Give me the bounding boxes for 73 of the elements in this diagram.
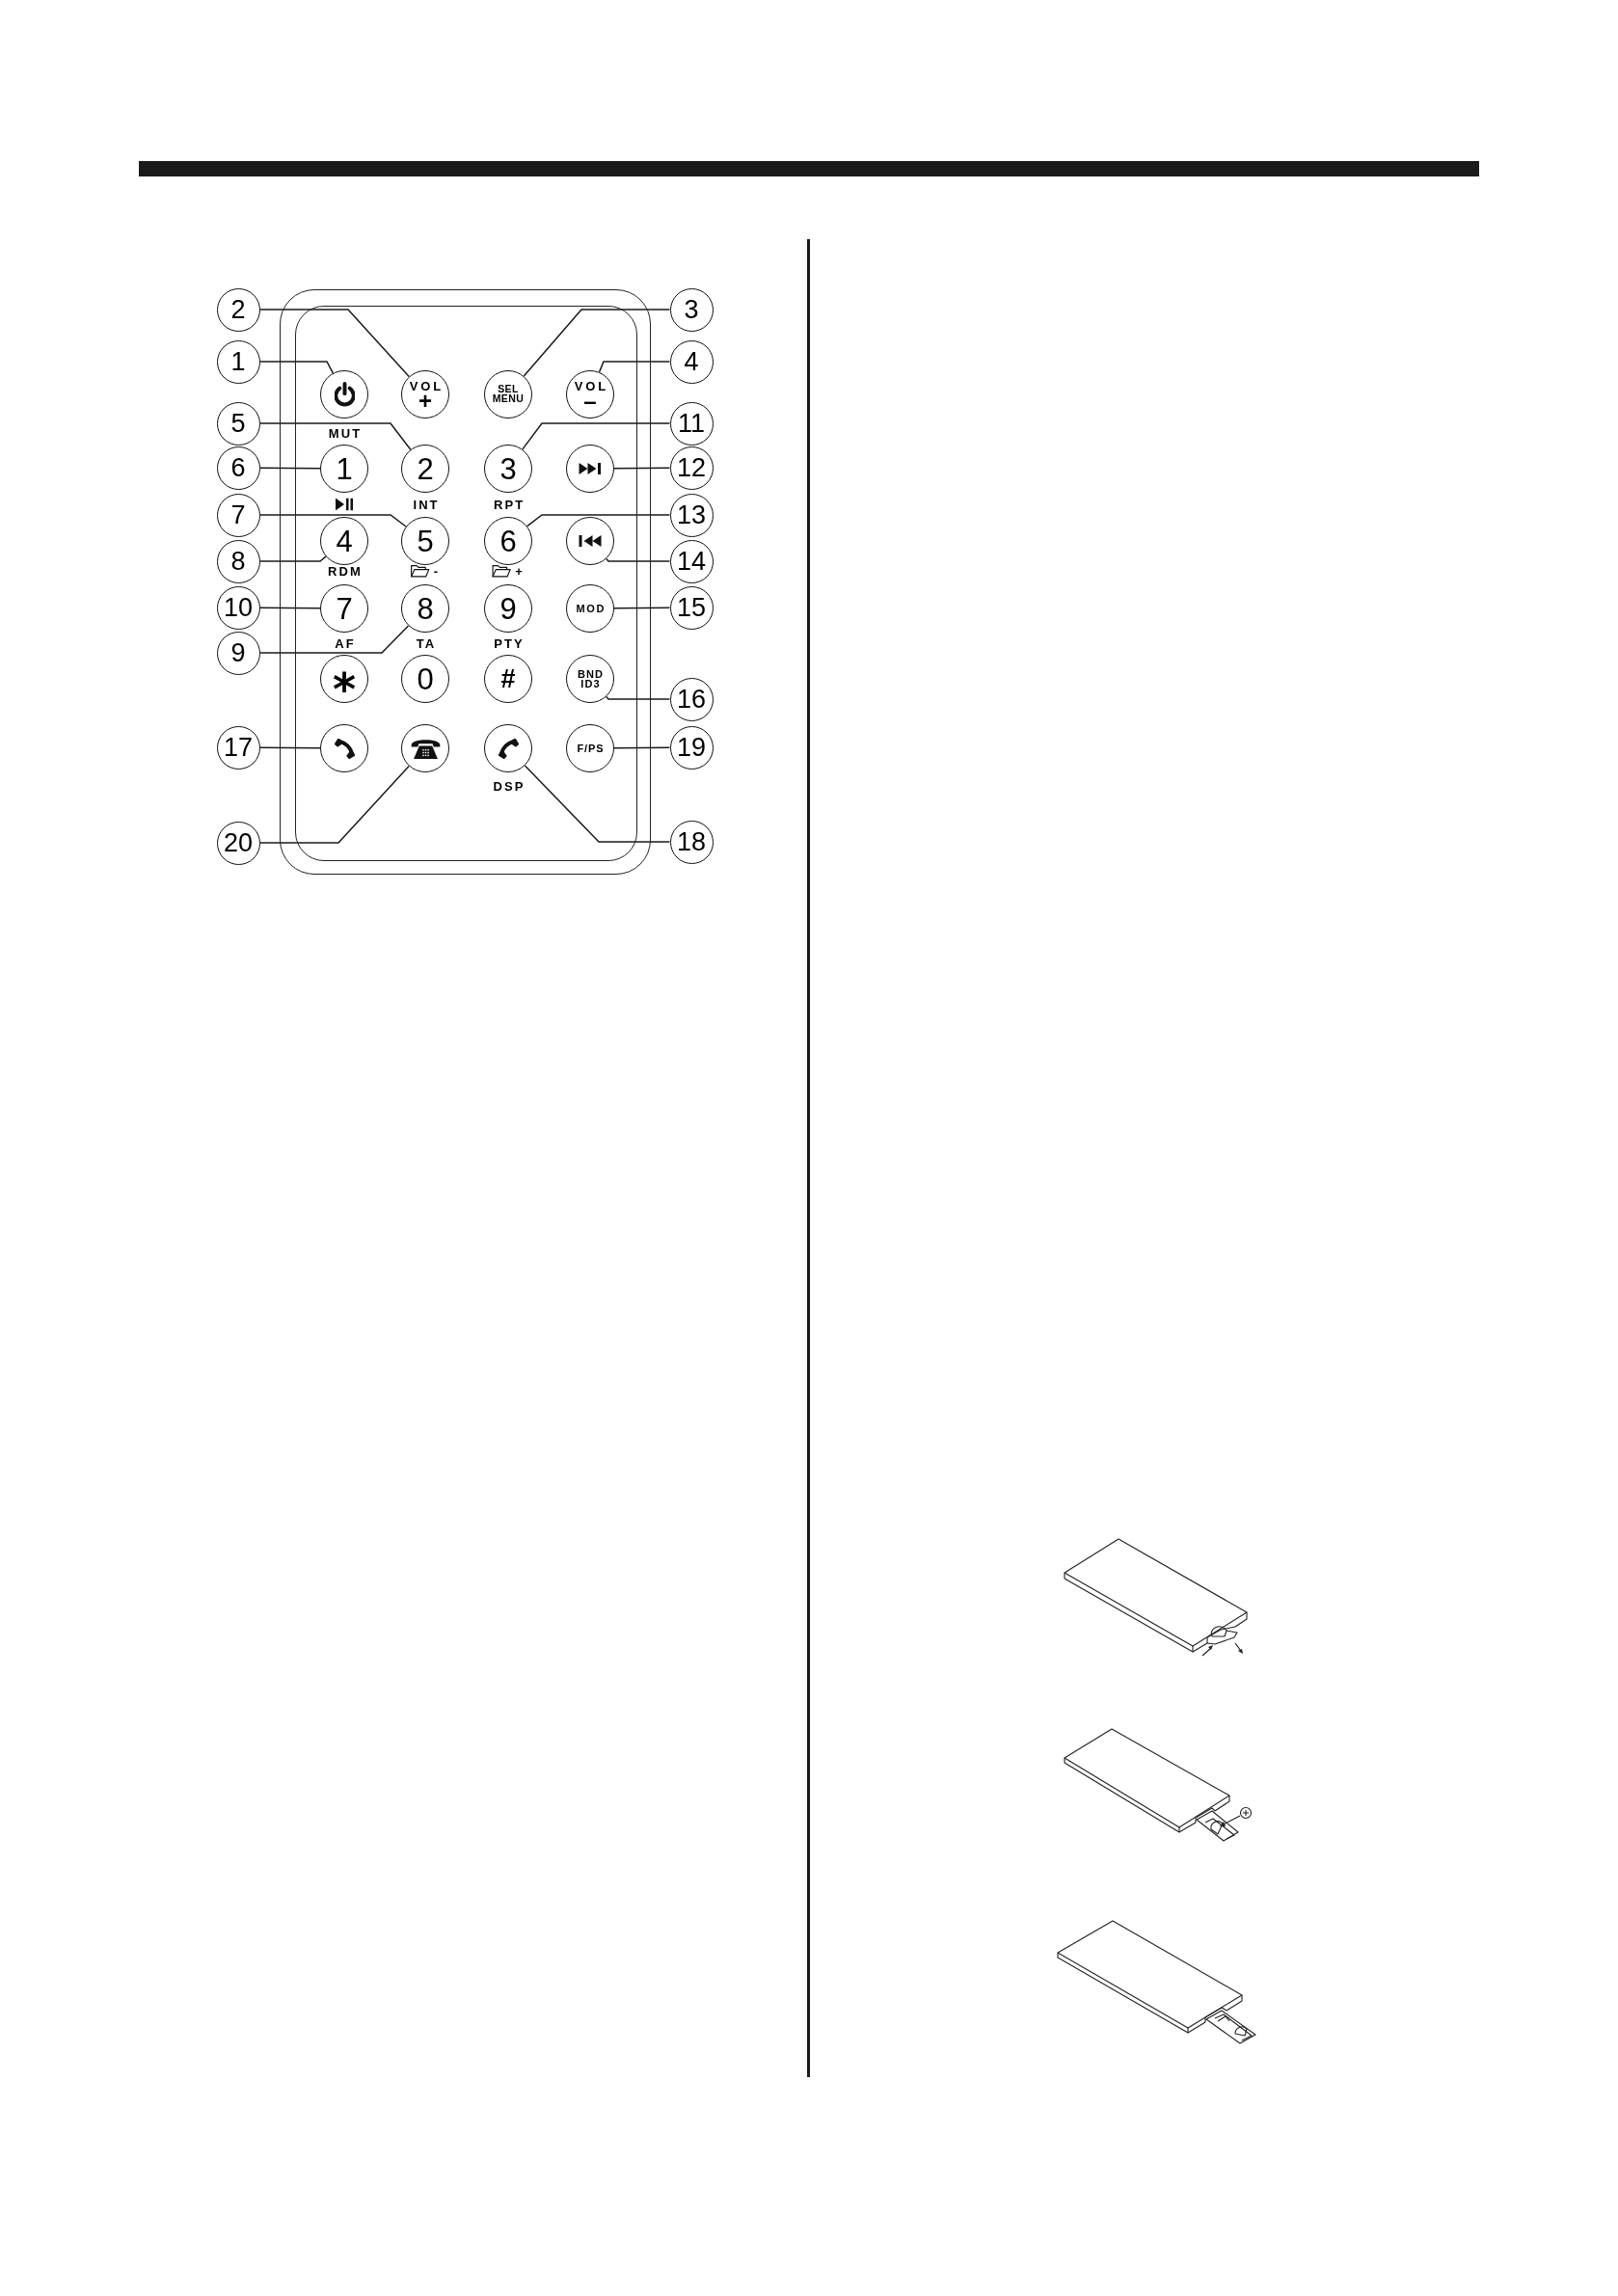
callout-number: 17	[216, 725, 260, 770]
leader-line	[606, 695, 671, 700]
callout-number: 20	[216, 821, 260, 865]
leader-line	[258, 765, 410, 844]
remote-button: 9	[484, 584, 532, 633]
remote-button: 2	[401, 445, 449, 493]
function-label: DSP	[492, 779, 526, 793]
function-label: AF	[334, 636, 356, 650]
leader-line	[258, 746, 321, 749]
remote-button	[484, 724, 532, 772]
function-label: +	[514, 564, 525, 578]
leader-line	[258, 514, 407, 527]
remote-button	[320, 370, 368, 419]
callout-number: 3	[669, 287, 714, 332]
callout-number: 16	[669, 677, 714, 721]
callout-number: 15	[669, 585, 714, 630]
function-label: INT	[412, 498, 440, 511]
remote-button: F/PS	[566, 724, 614, 772]
callout-number: 7	[216, 493, 260, 537]
leader-line	[606, 557, 671, 562]
callout-number: 4	[669, 339, 714, 384]
leader-line	[258, 625, 410, 654]
function-label: RPT	[492, 498, 526, 511]
remote-button	[566, 445, 614, 493]
leader-line	[526, 514, 671, 527]
callout-number: 13	[669, 493, 714, 537]
callout-number: 11	[669, 401, 714, 446]
callout-number: 2	[216, 287, 260, 332]
remote-button: 6	[484, 517, 532, 565]
callout-number: 1	[216, 339, 260, 384]
remote-button: 8	[401, 584, 449, 633]
remote-button: 7	[320, 584, 368, 633]
callout-number: 6	[216, 446, 260, 490]
callout-number: 5	[216, 401, 260, 446]
remote-button: #	[484, 655, 532, 703]
callout-number: 14	[669, 539, 714, 583]
remote-button: *	[320, 655, 368, 703]
leader-line	[613, 607, 671, 609]
callout-number: 9	[216, 631, 260, 675]
remote-button: SEL MENU	[484, 370, 532, 419]
remote-button	[320, 724, 368, 772]
function-label: RDM	[327, 564, 363, 578]
leader-line	[258, 555, 327, 562]
remote-button: VOL +	[401, 370, 449, 419]
remote-button	[401, 724, 449, 772]
remote-button: 5	[401, 517, 449, 565]
remote-button: 4	[320, 517, 368, 565]
leader-line	[258, 607, 321, 609]
remote-button: 1	[320, 445, 368, 493]
leader-line	[258, 361, 335, 374]
remote-button: 0	[401, 655, 449, 703]
callout-number: 18	[669, 820, 714, 864]
remote-button: MOD	[566, 584, 614, 633]
leader-line	[522, 422, 671, 450]
function-label: -	[432, 564, 441, 578]
leader-line	[258, 467, 321, 470]
leader-line	[613, 746, 671, 749]
callout-number: 10	[216, 585, 260, 630]
leader-line	[613, 467, 671, 470]
leader-line	[524, 765, 671, 843]
remote-button: 3	[484, 445, 532, 493]
function-label: TA	[415, 636, 437, 650]
callout-number: 19	[669, 725, 714, 770]
callout-number: 12	[669, 446, 714, 490]
remote-button	[566, 517, 614, 565]
function-label: MUT	[327, 426, 363, 440]
remote-button: BND ID3	[566, 655, 614, 703]
leader-line	[258, 309, 410, 378]
function-label: PTY	[493, 636, 525, 650]
remote-button: VOL –	[566, 370, 614, 419]
callout-number: 8	[216, 539, 260, 583]
leader-line	[523, 309, 671, 377]
leader-line	[258, 422, 412, 450]
